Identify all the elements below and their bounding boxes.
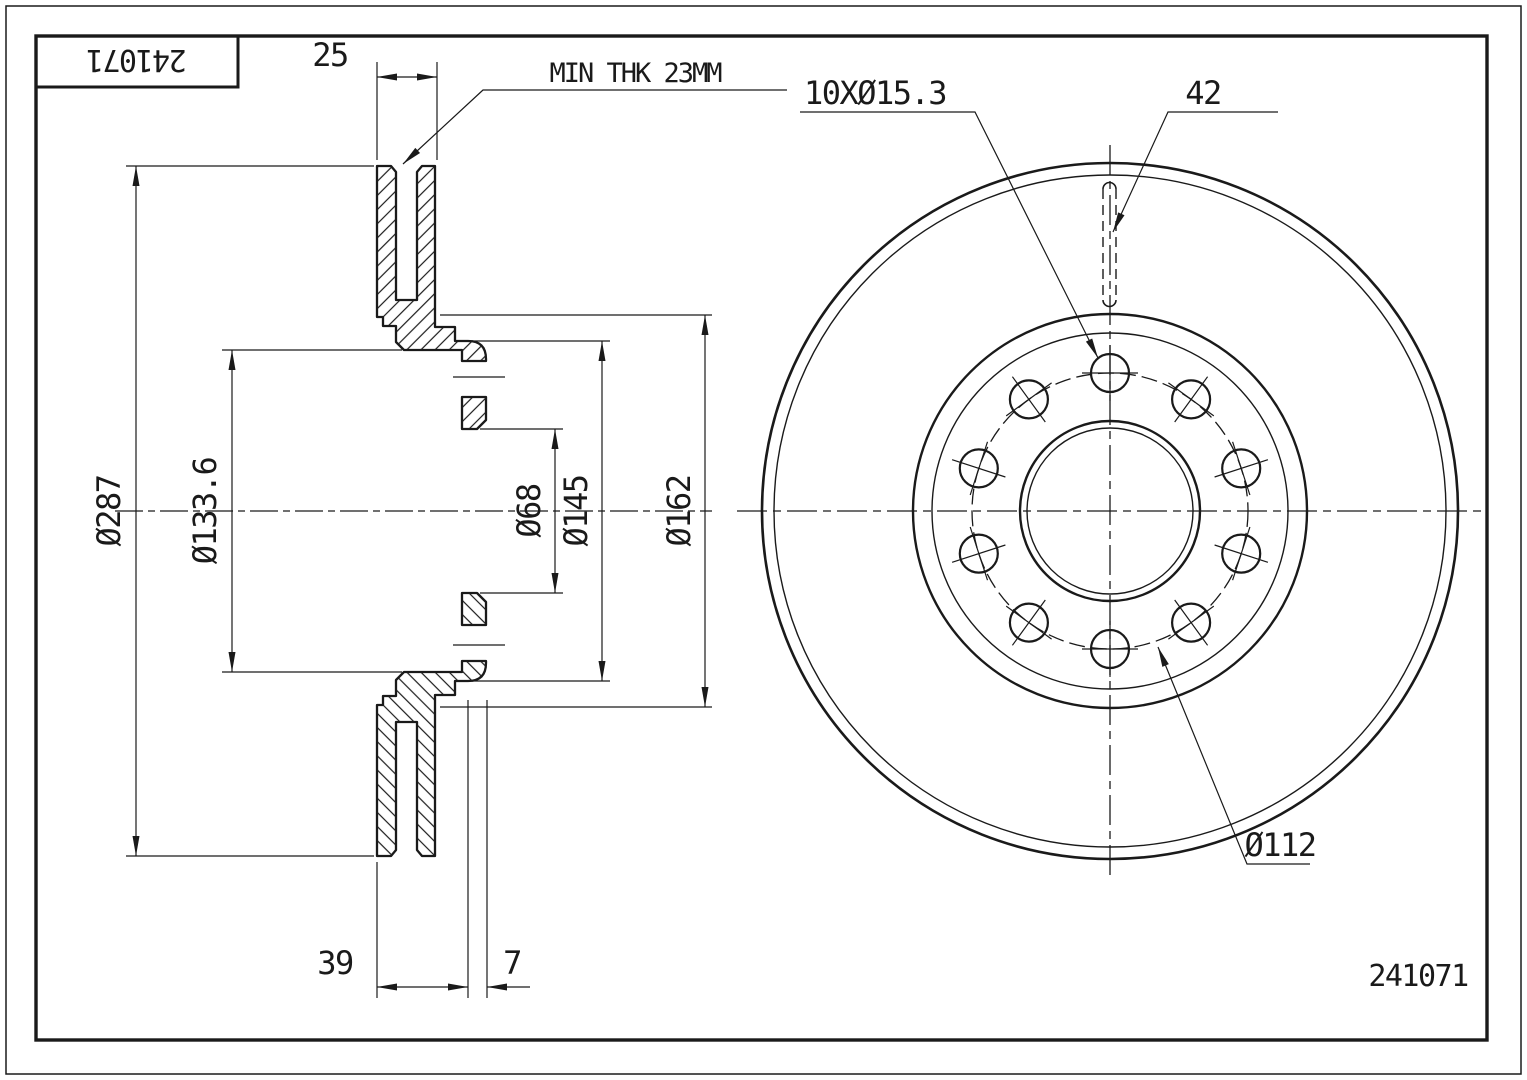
dim-rim-width: 7 — [503, 944, 521, 982]
dim-thickness: 25 — [312, 36, 348, 74]
bolt-circle-leader — [1157, 646, 1310, 865]
front-view: 10XØ15.3 42 Ø112 — [737, 74, 1483, 877]
section-upper-half — [375, 164, 488, 431]
extension-lines — [126, 62, 712, 998]
min-thk-leader — [402, 89, 787, 165]
bolt-holes-leader — [800, 111, 1099, 359]
label-bolt-holes: 10XØ15.3 — [804, 74, 946, 112]
footer-part-number: 241071 — [1368, 959, 1468, 994]
dim-recess-diameter: Ø145 — [557, 475, 595, 546]
dim-hat-depth: 39 — [317, 944, 353, 982]
section-view: 25 MIN THK 23MM Ø287 Ø133.6 Ø68 Ø145 Ø16… — [90, 36, 787, 998]
inner-border — [34, 34, 1489, 1042]
dim-friction-inner-diameter: Ø162 — [660, 475, 698, 546]
dim-hat-inner-diameter: Ø133.6 — [186, 457, 224, 564]
dim-bore-diameter: Ø68 — [510, 484, 548, 538]
bolt-hole-center-marks — [951, 345, 1269, 677]
dim-outer-diameter: Ø287 — [90, 475, 128, 546]
top-slot — [1102, 181, 1117, 308]
section-lower-half — [375, 591, 488, 858]
outer-border — [5, 5, 1522, 1075]
note-min-thickness: MIN THK 23MM — [549, 58, 722, 89]
slot-leader — [1112, 111, 1278, 233]
dimension-lines — [132, 73, 709, 991]
label-slot-dimension: 42 — [1185, 74, 1221, 112]
label-bolt-circle-diameter: Ø112 — [1244, 826, 1315, 864]
title-block-part-number: 241071 — [87, 42, 187, 77]
title-block: 241071 — [34, 34, 240, 89]
